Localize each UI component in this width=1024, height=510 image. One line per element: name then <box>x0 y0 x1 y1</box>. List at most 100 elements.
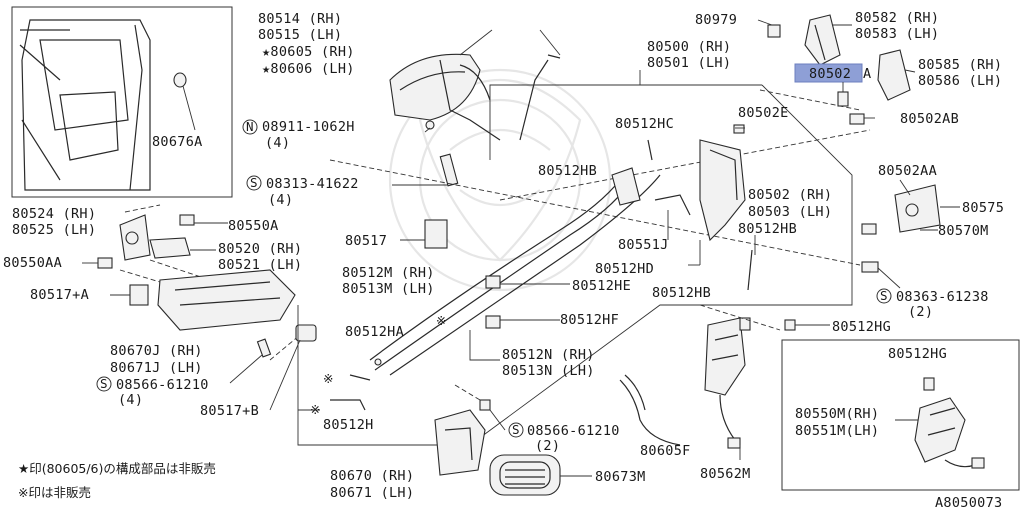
label-80512ha: 80512HA <box>345 324 404 340</box>
asterisk-marker-1: ※ <box>436 313 446 328</box>
label-80503: 80503 (LH) <box>748 204 832 220</box>
label-80551m: 80551M(LH) <box>795 423 879 439</box>
striker-80570m <box>861 179 960 235</box>
part-labels: 80514 (RH) 80515 (LH) ★80605 (RH) ★80606… <box>3 10 1004 510</box>
label-80550a: 80550A <box>228 218 279 234</box>
label-80605f: 80605F <box>640 443 691 459</box>
label-80502a-highlighted: 80502 <box>809 66 851 82</box>
circle-s-letter: S <box>512 422 520 437</box>
circle-s-letter: S <box>100 376 108 391</box>
label-08566-b: 08566-61210 <box>527 423 620 439</box>
label-80606: ★80606 (LH) <box>262 61 355 77</box>
label-80502ab: 80502AB <box>900 111 959 127</box>
label-80512hb-a: 80512HB <box>538 163 597 179</box>
label-80670j: 80670J (RH) <box>110 343 203 359</box>
label-80502aa: 80502AA <box>878 163 937 179</box>
label-08911: 08911-1062H <box>262 119 355 135</box>
qty-08566-a: (4) <box>118 392 143 408</box>
label-80502a-suffix: A <box>863 66 871 82</box>
label-80671j: 80671J (LH) <box>110 360 203 376</box>
label-80525: 80525 (LH) <box>12 222 96 238</box>
label-80513m: 80513M (LH) <box>342 281 435 297</box>
label-80582: 80582 (RH) <box>855 10 939 26</box>
label-80676a: 80676A <box>152 134 203 150</box>
clip-80676a-icon <box>173 72 187 88</box>
label-80551j: 80551J <box>618 237 669 253</box>
circle-s-marker-icon <box>876 288 892 304</box>
label-80520: 80520 (RH) <box>218 241 302 257</box>
diagram-code: A8050073 <box>935 495 1002 510</box>
inside-handle-parts <box>298 374 506 476</box>
cables <box>369 167 661 376</box>
qty-08313: (4) <box>268 192 293 208</box>
label-80517: 80517 <box>345 233 387 249</box>
label-80524: 80524 (RH) <box>12 206 96 222</box>
circle-s-marker-icon <box>246 175 262 191</box>
bolt-08363-icon <box>861 261 901 289</box>
circle-n-letter: N <box>246 119 254 134</box>
actuator-80562m <box>699 304 830 460</box>
label-80586: 80586 (LH) <box>918 73 1002 89</box>
label-08566-a: 08566-61210 <box>116 377 209 393</box>
lock-rod-parts-top-right <box>757 14 916 125</box>
label-80575: 80575 <box>962 200 1004 216</box>
label-08313: 08313-41622 <box>266 176 359 192</box>
label-80514: 80514 (RH) <box>258 11 342 27</box>
label-80550m: 80550M(RH) <box>795 406 879 422</box>
circle-s-marker-icon <box>96 376 112 392</box>
label-80517a: 80517+A <box>30 287 89 303</box>
label-80521: 80521 (LH) <box>218 257 302 273</box>
label-80671: 80671 (LH) <box>330 485 414 501</box>
door-panel-inset <box>11 6 233 198</box>
circle-s-marker-icon <box>508 422 524 438</box>
label-80500: 80500 (RH) <box>647 39 731 55</box>
label-80605: ★80605 (RH) <box>262 44 355 60</box>
label-80512hg-b: 80512HG <box>888 346 947 362</box>
label-80512hb-b: 80512HB <box>738 221 797 237</box>
pad-80517-icon <box>400 219 448 249</box>
label-08363: 08363-61238 <box>896 289 989 305</box>
label-80570m: 80570M <box>938 223 989 239</box>
label-80673m: 80673M <box>595 469 646 485</box>
circle-s-letter: S <box>250 175 258 190</box>
label-80585: 80585 (RH) <box>918 57 1002 73</box>
label-80501: 80501 (LH) <box>647 55 731 71</box>
asterisk-marker-2: ※ <box>323 371 333 386</box>
label-80583: 80583 (LH) <box>855 26 939 42</box>
label-80512hd: 80512HD <box>595 261 654 277</box>
qty-08363: (2) <box>908 304 933 320</box>
part-80502a-highlight <box>794 63 863 83</box>
asterisk-marker-3: ※ <box>310 402 320 417</box>
circle-s-letter: S <box>880 288 888 303</box>
label-80513n: 80513N (LH) <box>502 363 595 379</box>
note-star-parts: ★印(80605/6)の構成部品は非販売 <box>18 461 216 476</box>
wire-80605f <box>619 374 681 446</box>
escutcheon-80673m <box>489 454 592 496</box>
bolt-08313-icon <box>392 153 459 187</box>
label-80670: 80670 (RH) <box>330 468 414 484</box>
label-80512m: 80512M (RH) <box>342 265 435 281</box>
qty-08911: (4) <box>265 135 290 151</box>
label-80512he: 80512HE <box>572 278 631 294</box>
label-80550aa: 80550AA <box>3 255 62 271</box>
label-80517b: 80517+B <box>200 403 259 419</box>
label-80512h: 80512H <box>323 417 374 433</box>
qty-08566-b: (2) <box>535 438 560 454</box>
door-lock-assembly <box>647 124 756 291</box>
label-80512hc: 80512HC <box>615 116 674 132</box>
label-80562m: 80562M <box>700 466 751 482</box>
watermark-crest <box>388 68 612 292</box>
label-80979: 80979 <box>695 12 737 28</box>
clip-80517b-icon <box>269 324 317 411</box>
label-80502e: 80502E <box>738 105 789 121</box>
door-check-parts <box>82 204 228 286</box>
note-not-for-sale: ※印は非販売 <box>18 485 91 500</box>
label-80512hb-c: 80512HB <box>652 285 711 301</box>
label-80515: 80515 (LH) <box>258 27 342 43</box>
bracket-80670j <box>110 269 301 384</box>
label-80512n: 80512N (RH) <box>502 347 595 363</box>
label-80512hf: 80512HF <box>560 312 619 328</box>
label-80512hg-a: 80512HG <box>832 319 891 335</box>
label-80502: 80502 (RH) <box>748 187 832 203</box>
